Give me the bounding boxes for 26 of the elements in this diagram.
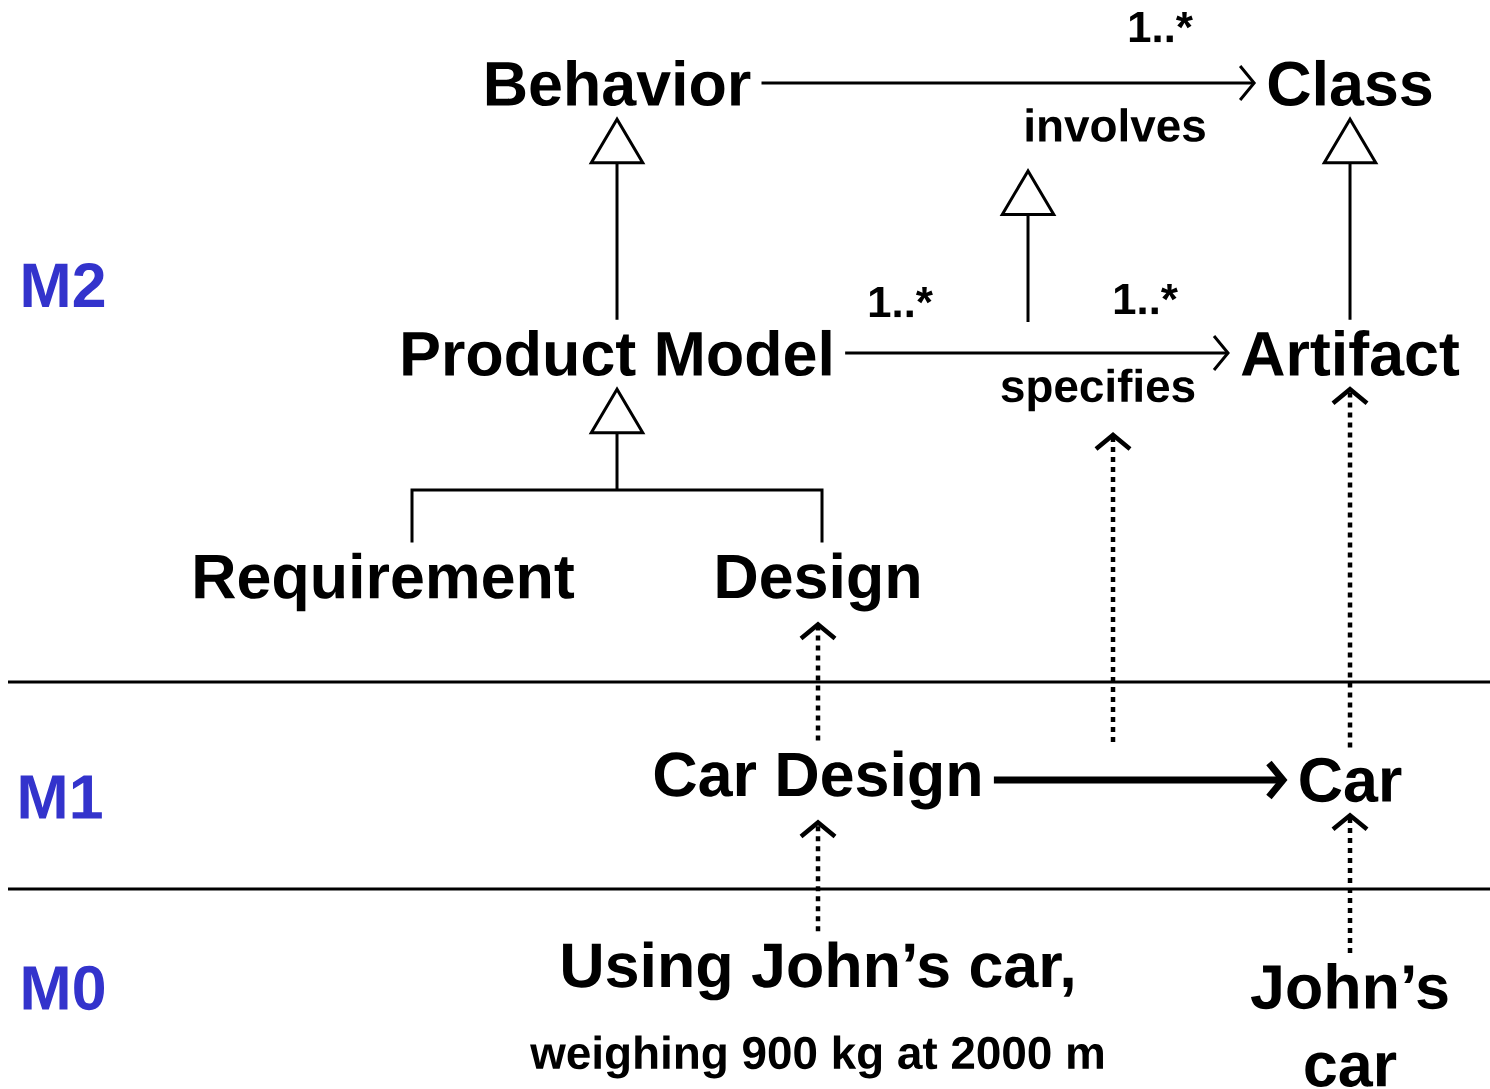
multiplicity-label: 1..* (1114, 283, 1178, 315)
class-label: Artifact (1241, 329, 1460, 377)
level-label: M1 (20, 775, 102, 819)
association-arrow (761, 65, 1257, 101)
class-label: Design (717, 552, 919, 612)
class-label: Car Design (654, 750, 980, 810)
dependency-arrow (1094, 432, 1132, 742)
dependency-arrow (1331, 812, 1369, 953)
class-label: John’s car (1251, 963, 1448, 1087)
class-label: Class (1268, 59, 1432, 107)
association-label: involves (1026, 108, 1205, 142)
class-label: Using John’s car, weighing 900 kg at 2000 m (530, 941, 1103, 1079)
dependency-arrow (799, 819, 837, 932)
dependency-arrow (1331, 386, 1369, 748)
class-label: Behavior (486, 59, 751, 107)
multiplicity-label: 1..* (1129, 11, 1193, 43)
class-label: Car (1300, 757, 1402, 803)
dependency-arrow (799, 621, 837, 741)
level-label: M0 (23, 965, 104, 1011)
association-arrow (993, 760, 1288, 800)
multiplicity-label: 1..* (869, 286, 933, 318)
class-label: Requirement (195, 552, 575, 612)
association-arrow (845, 335, 1230, 371)
level-label: M2 (23, 263, 105, 307)
association-label: specifies (1001, 368, 1195, 412)
class-label: Product Model (403, 329, 831, 377)
